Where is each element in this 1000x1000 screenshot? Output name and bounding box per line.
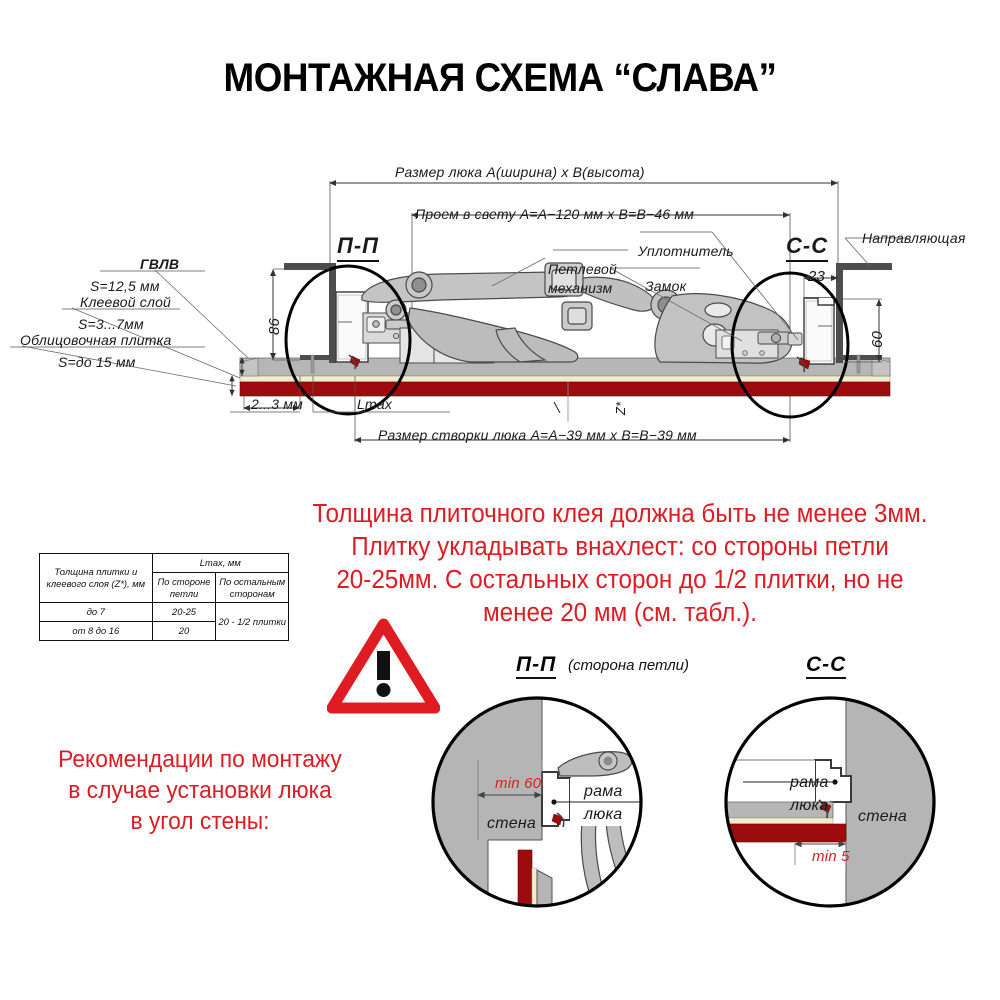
note-corner-installation: Рекомендации по монтажу в случае установ… [29,744,371,838]
corner-note-line-2: в случае установки люка [68,777,332,805]
callout-hinge-line1: Петлевой [548,261,617,277]
note-line-1: Толщина плиточного клея должна быть не м… [312,500,928,528]
detail-cc-label-frame-2: люка [790,797,829,814]
table-header-row: Толщина плитки и клеевого слоя (Z*), мм … [39,552,290,604]
cell-hinge-side: 20-25 [151,602,217,622]
callout-guide: Направляющая [862,230,966,246]
dim-value-gap: 2...3 мм [251,396,303,412]
callout-tile-name: Облицовочная плитка [20,332,172,348]
callout-hinge-line2: механизм [548,280,613,296]
callout-gvlv-value: S=12,5 мм [90,278,160,294]
detail-pp-dim-min60: min 60 [495,775,542,792]
main-assembly-drawing [10,180,908,443]
dim-value-zstar: Z* [613,401,628,415]
callout-tile-value: S=до 15 мм [58,354,136,370]
table-header-hinge-side: По стороне петли [151,571,217,604]
callout-glue-value: S=3...7мм [78,316,144,332]
callout-glue-name: Клеевой слой [80,294,172,310]
note-line-3: 20-25мм. С остальных сторон до 1/2 плитк… [336,566,904,595]
note-line-2: Плитку укладывать внахлест: со стороны п… [351,533,889,562]
detail-pp-title: П-П [516,653,557,679]
callout-seal: Уплотнитель [638,243,734,259]
warning-triangle-icon [327,618,440,714]
section-marker-cc: С-С [786,233,829,262]
dim-label-clear-opening: Проем в свету A=A−120 мм х B=B−46 мм [415,206,695,222]
callout-gvlv-name: ГВЛВ [140,256,180,272]
note-line-4: менее 20 мм (см. табл.). [483,599,757,628]
detail-cc-dim-min5: min 5 [812,848,850,865]
table-row: от 8 до 16 20 [39,621,289,641]
cell-hinge-side: 20 [151,621,217,641]
detail-cc-label-wall: стена [858,808,907,825]
note-glue-thickness: Толщина плиточного клея должна быть не м… [273,498,967,631]
dim-label-leaf-size: Размер створки люка A=A−39 мм х B=B−39 м… [378,427,697,443]
table-row: до 7 20-25 20 - 1/2 плитки [39,602,289,641]
page-title: МОНТАЖНАЯ СХЕМА “СЛАВА” [223,56,777,100]
detail-pp-label-wall: стена [487,815,536,832]
table-header-thickness: Толщина плитки и клеевого слоя (Z*), мм [39,552,153,604]
section-marker-pp: П-П [337,233,379,262]
cell-other-sides: 20 - 1/2 плитки [215,602,289,641]
callout-lock: Замок [645,278,687,294]
table-header-other-sides: По остальным сторонам [215,571,289,604]
cell-thickness: до 7 [39,602,153,622]
corner-note-line-1: Рекомендации по монтажу [58,746,342,773]
tile-thickness-table: Толщина плитки и клеевого слоя (Z*), мм … [39,552,290,641]
dim-value-lmax: Lmax [357,396,393,412]
corner-note-line-3: в угол стены: [130,808,270,836]
detail-pp-label-frame-1: рама [584,783,623,800]
detail-pp-label-frame-2: люка [584,806,623,823]
detail-cc-drawing [724,696,936,908]
dim-value-23: 23 [808,268,826,285]
detail-pp-subtitle: (сторона петли) [568,657,690,674]
detail-cc-title: С-С [806,653,847,679]
dim-value-86: 86 [266,317,283,335]
dim-value-60: 60 [869,330,886,348]
detail-pp-drawing [431,696,643,908]
dim-label-hatch-size: Размер люка A(ширина) х B(высота) [395,164,645,180]
table-header-lmax: Lmax, мм [151,553,290,573]
cell-thickness: от 8 до 16 [39,621,153,641]
detail-cc-label-frame-1: рама [790,774,829,791]
